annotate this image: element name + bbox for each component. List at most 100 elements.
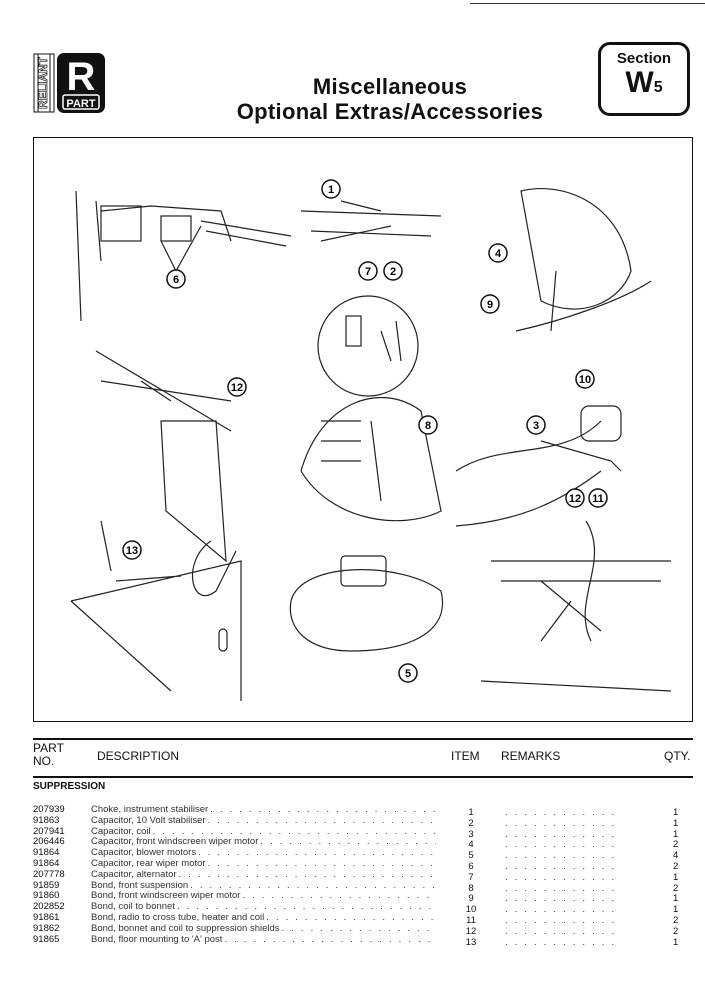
remarks-leader: . . . . . . . . . . . . . . . . . . . . … [505,915,617,926]
top-rule [470,3,705,4]
description: Bond, floor mounting to 'A' post [91,933,225,945]
col-header-item: ITEM [451,749,480,763]
callout-11: 11 [588,488,608,508]
quantity: 2 [673,861,679,872]
remarks-leader: . . . . . . . . . . . . . . . . . . . . … [505,936,617,948]
item-number: 3 [468,828,474,840]
callout-circle [166,269,186,289]
quantity: 1 [673,904,679,916]
table-row: 91862 Bond, bonnet and coil to suppressio… [0,922,705,937]
callout-circle [398,663,418,683]
callout-circle [122,540,142,560]
callout-number: 1 [328,184,334,196]
callout-number: 12 [569,493,581,505]
item-number: 10 [465,904,477,916]
remarks-leader: . . . . . . . . . . . . . . . . . . . . … [505,861,617,872]
part-number: 91859 [33,879,60,891]
part-number: 91865 [33,933,60,945]
callout-circle [480,294,500,314]
section-label: Section [616,50,672,67]
part-number: 207939 [33,804,65,815]
callout-number: 12 [231,382,243,394]
callout-2: 2 [383,261,403,281]
col-header-part-no: PART NO. [33,742,64,768]
quantity: 1 [673,936,679,948]
col-header-no: NO. [33,754,55,768]
remarks-leader: . . . . . . . . . . . . . . . . . . . . … [505,817,617,829]
callout-12: 12 [565,488,585,508]
description-cell: Choke, instrument stabiliser. . . . . . … [91,804,436,815]
part-number: 91864 [33,847,60,859]
callout-10: 10 [575,369,595,389]
remarks-leader: . . . . . . . . . . . . . . . . . . . . … [505,850,617,862]
svg-text:PART: PART [66,98,95,110]
remarks-leader: . . . . . . . . . . . . . . . . . . . . … [505,807,617,818]
description: Bond, bonnet and coil to suppression shi… [91,922,282,934]
callout-7: 7 [358,261,378,281]
description: Bond, front suspension [91,879,191,891]
description: Capacitor, rear wiper motor [91,858,208,869]
item-number: 13 [465,936,477,948]
remarks-leader: . . . . . . . . . . . . . . . . . . . . … [505,882,617,894]
quantity: 2 [673,925,679,937]
description-cell: Bond, radio to cross tube, heater and co… [91,912,436,923]
title-line-2: Optional Extras/Accessories [236,99,544,124]
part-number: 91864 [33,858,60,869]
quantity: 2 [673,915,679,926]
group-heading: SUPPRESSION [33,781,106,792]
part-number: 206446 [33,836,65,848]
description: Capacitor, 10 Volt stabiliser [91,814,208,826]
callout-number: 13 [126,545,138,557]
item-number: 7 [468,871,474,883]
quantity: 1 [673,828,679,840]
part-number: 91860 [33,890,60,902]
callout-number: 10 [579,374,591,386]
description: Capacitor, blower motors [91,847,199,859]
section-code: W5 [601,67,687,104]
item-number: 2 [468,817,474,829]
callout-circle [565,488,585,508]
remarks-leader: . . . . . . . . . . . . . . . . . . . . … [505,893,617,905]
part-number: 91863 [33,814,60,826]
title-line-1: Miscellaneous [312,74,468,99]
col-header-part: PART [33,741,64,755]
description: Bond, radio to cross tube, heater and co… [91,912,267,923]
callout-circle [383,261,403,281]
callout-number: 6 [173,274,179,286]
quantity: 2 [673,839,679,851]
table-row: 91860 Bond, front windscreen wiper motor.… [0,890,705,905]
callout-number: 8 [425,420,431,432]
col-header-description: DESCRIPTION [97,749,180,763]
description: Capacitor, coil [91,825,153,837]
part-number: 91862 [33,922,60,934]
diagram-linework [70,188,672,701]
callout-12: 12 [227,377,247,397]
quantity: 1 [673,871,679,883]
part-number: 207778 [33,868,65,880]
callout-circle [418,415,438,435]
description-cell: Capacitor, blower motors. . . . . . . . … [91,847,436,859]
description: Capacitor, alternator [91,868,179,880]
callout-number: 3 [533,420,539,432]
description-cell: Bond, coil to bonnet. . . . . . . . . . … [91,901,436,913]
item-number: 5 [468,850,474,862]
remarks-leader: . . . . . . . . . . . . . . . . . . . . … [505,871,617,883]
description: Capacitor, front windscreen wiper motor [91,836,261,848]
reliant-part-logo: RELIANT R PART [33,52,107,114]
table-row: 91865 Bond, floor mounting to 'A' post . .… [0,933,705,948]
callout-number: 11 [592,493,604,505]
callout-4: 4 [488,243,508,263]
callout-1: 1 [321,179,341,199]
table-row: 91859 Bond, front suspension . . . . . . .… [0,879,705,894]
callout-8: 8 [418,415,438,435]
description-cell: Bond, front windscreen wiper motor. . . … [91,890,436,902]
callout-13: 13 [122,540,142,560]
quantity: 4 [673,850,679,862]
description: Bond, coil to bonnet [91,901,177,913]
description-cell: Capacitor, alternator. . . . . . . . . .… [91,868,436,880]
item-number: 4 [468,839,474,851]
